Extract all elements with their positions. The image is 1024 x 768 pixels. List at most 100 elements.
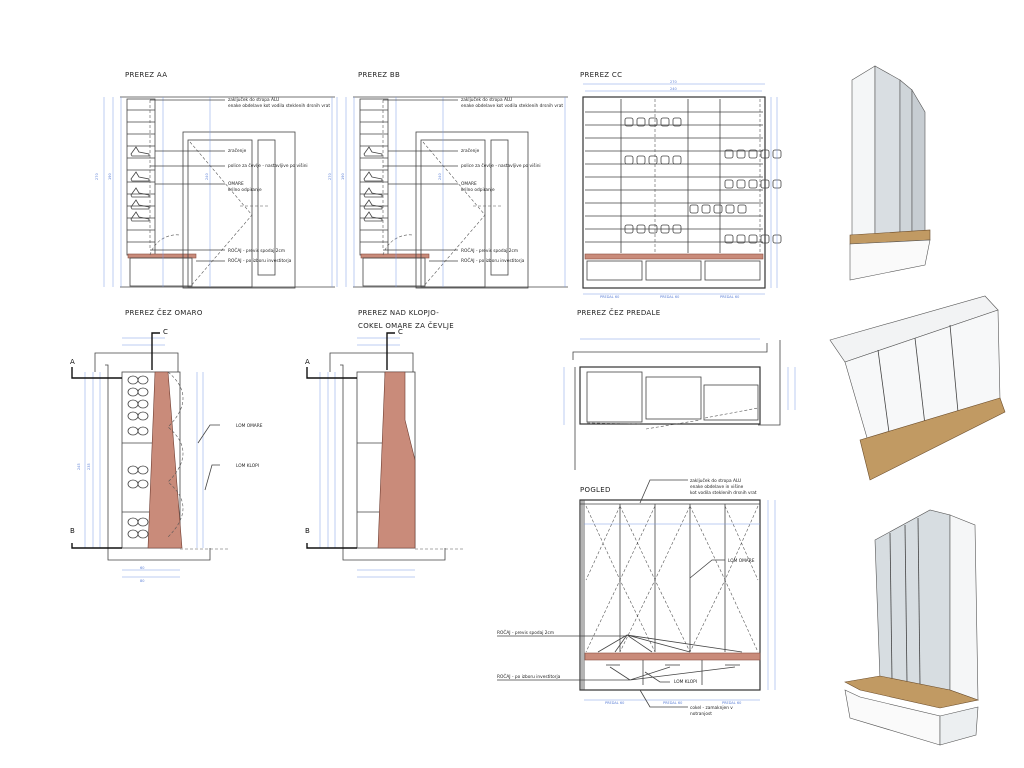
shoe-icon (130, 211, 150, 222)
drawer-plan (579, 366, 761, 425)
section-bb: 270 190 240 zaključek do stropa ALU enak… (328, 96, 568, 289)
section-nad-klopjo: A B C (305, 328, 465, 578)
section-marker-b: B (70, 527, 75, 535)
dimension-lines: 270 190 240 (95, 97, 333, 287)
section-cez-omaro: 245 235 60 80 A B C LOM OMARE LOM KLOPI (70, 328, 263, 583)
door-side-panel (490, 139, 509, 276)
shoe-icon (660, 155, 670, 165)
dim-predal-1: PREDAL 60 (600, 295, 619, 299)
title-pogled: POGLED (580, 486, 611, 494)
note-cokel-2: notranjost (690, 711, 712, 717)
shoe-icon (748, 149, 758, 159)
wardrobe-front (579, 499, 761, 691)
shoe-icon (724, 179, 734, 189)
shoe-icon (137, 465, 149, 475)
door-frame (182, 131, 296, 289)
dim-predal-2: PREDAL 60 (660, 295, 679, 299)
shoe-icon (724, 234, 734, 244)
shoe-icon (130, 146, 150, 157)
shelves (360, 109, 388, 243)
shoe-icon (127, 426, 139, 436)
bench-base (362, 257, 426, 287)
section-marker-c: C (398, 328, 403, 336)
dim-cc-270: 270 (670, 80, 677, 84)
3d-view-perspective (844, 509, 980, 746)
bench-base (129, 257, 193, 287)
dim-240: 240 (205, 173, 209, 180)
note-lom-omare: LOM OMARE (236, 423, 263, 429)
title-prerez-predale: PREREZ ČEZ PREDALE (577, 308, 660, 317)
door-cut (147, 371, 183, 549)
shoe-icon (636, 224, 646, 234)
dim-240: 240 (438, 173, 442, 180)
shoe-icon (127, 387, 139, 397)
3d-view-top (829, 295, 1006, 481)
dim-80: 80 (140, 579, 144, 583)
door-swing (167, 371, 184, 538)
section-marker-c: C (163, 328, 168, 336)
dimension-lines: 270 190 240 (328, 97, 566, 287)
dim-cc-240: 240 (670, 87, 677, 91)
door-frame (415, 131, 529, 289)
annotation-leaders (383, 99, 458, 262)
shoe-icon (672, 224, 682, 234)
shoe-pairs (624, 117, 782, 244)
shoe-icon (737, 204, 747, 214)
shoe-icon (137, 399, 149, 409)
drawer-3 (704, 260, 761, 281)
note-zakljucek: zaključek do stropa ALU (461, 96, 512, 103)
shoe-icon (660, 224, 670, 234)
shoe-icon (137, 387, 149, 397)
dim-predal-3: PREDAL 60 (722, 701, 741, 705)
shoe-icon (130, 187, 150, 198)
note-omare: OMARE (461, 181, 477, 187)
shoe-icon (648, 155, 658, 165)
shoe-icon (127, 517, 139, 527)
shelves (127, 109, 155, 243)
title-prerez-aa: PREREZ AA (125, 71, 167, 79)
note-cokel-1: cokel - zamaknjen v (690, 705, 733, 711)
bench-front (584, 652, 761, 661)
shoe-icon (713, 204, 723, 214)
shoe-icon (127, 465, 139, 475)
shoe-icon (672, 155, 682, 165)
shoe-icon (672, 117, 682, 127)
shoe-icon (127, 479, 139, 489)
shoe-icon (724, 149, 734, 159)
shoe-icon (130, 199, 150, 210)
wardrobe-elevation (582, 96, 766, 289)
dim-270: 270 (328, 173, 332, 180)
shoe-icon (363, 211, 383, 222)
front-view: PREDAL 60 PREDAL 60 PREDAL 60 zaključek … (497, 477, 776, 717)
note-omare: OMARE (228, 181, 244, 187)
drawer-1 (586, 260, 643, 281)
section-cc: 270 240 PREDAL 60 PREDAL 60 PREDAL 60 (582, 80, 782, 299)
section-marker-a: A (70, 358, 75, 366)
drawer-3 (703, 384, 759, 421)
shoe-icon (648, 224, 658, 234)
note-lom-klopi: LOM KLOPI (236, 463, 259, 469)
note-zracenje: zračenje (228, 147, 247, 154)
shoe-icon (660, 117, 670, 127)
3d-view-front (849, 65, 931, 281)
shoe-icon (363, 171, 383, 182)
section-cez-predale (563, 338, 796, 470)
dim-60: 60 (140, 566, 144, 570)
shoe-icon (137, 479, 149, 489)
door-swing (382, 100, 414, 256)
shoe-icon (636, 117, 646, 127)
bench-top (127, 253, 197, 259)
dim-predal-3: PREDAL 60 (720, 295, 739, 299)
note-enake-visine: enake obdelave in višine (690, 483, 744, 490)
shoe-icon (648, 117, 658, 127)
drawer-2 (645, 260, 702, 281)
shoe-icon (137, 529, 149, 539)
door-side-panel (257, 139, 276, 276)
shoe-icon (701, 204, 711, 214)
shoe-icon (127, 529, 139, 539)
title-prerez-cc: PREREZ CC (580, 71, 622, 79)
dim-235: 235 (87, 463, 91, 470)
shoe-icon (760, 234, 770, 244)
annotation-leaders (150, 99, 225, 262)
